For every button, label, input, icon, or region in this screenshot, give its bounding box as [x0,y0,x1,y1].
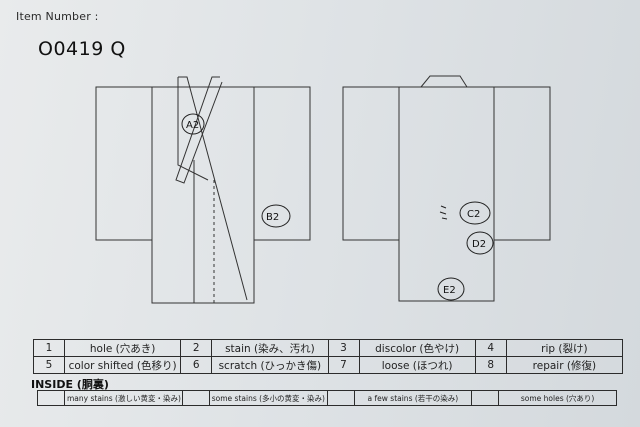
inside-option: a few stains (若干の染み) [353,390,473,406]
legend-num: 2 [180,339,213,357]
item-code: O0419 Q [38,38,126,60]
legend-label: rip (裂け) [505,339,624,357]
mark-circle-e [437,277,465,301]
back-body [398,86,495,302]
mark-b2: B2 [266,212,279,223]
legend-row: 5 color shifted (色移り) 6 scratch (ひっかき傷) … [33,356,624,374]
legend-num: 8 [474,356,507,374]
inside-section-title: INSIDE (胴裏) [31,378,109,391]
mark-circle-d [466,231,494,255]
mark-c2: C2 [467,209,480,220]
front-collar-right [175,76,223,184]
legend-label: loose (ほつれ) [358,356,476,374]
mark-a2: A2 [186,120,199,131]
legend-num: 3 [327,339,360,357]
front-mark-group: A2 B2 [181,113,291,228]
inside-option: many stains (激しい黄変・染み) [64,390,183,406]
inside-option: some stains (多小の黄変・染み) [208,390,328,406]
inside-checkbox[interactable] [37,390,65,406]
item-number-label: Item Number : [16,10,99,23]
mark-d2: D2 [472,239,486,250]
mark-e2: E2 [443,285,456,296]
back-right-sleeve [493,86,551,241]
legend-num: 7 [327,356,360,374]
legend-row: 1 hole (穴あき) 2 stain (染み、汚れ) 3 discolor … [33,339,624,357]
mark-circle-b [261,204,291,228]
inside-option: some holes (穴あり) [498,390,617,406]
inside-row: many stains (激しい黄変・染み) some stains (多小の黄… [37,390,617,406]
front-left-sleeve [95,86,153,241]
legend-label: discolor (色やけ) [358,339,476,357]
back-left-sleeve [342,86,400,241]
legend-num: 1 [33,339,65,357]
back-collar [420,75,468,88]
legend-label: hole (穴あき) [63,339,182,357]
inside-checkbox[interactable] [471,390,500,406]
mark-circle-c [459,201,491,225]
legend-num: 6 [180,356,213,374]
inside-condition-table: many stains (激しい黄変・染み) some stains (多小の黄… [37,390,617,406]
back-mark-group: C2 D2 E2 [437,201,494,301]
legend-num: 5 [33,356,65,374]
defect-legend-table: 1 hole (穴あき) 2 stain (染み、汚れ) 3 discolor … [33,339,624,374]
legend-label: repair (修復) [505,356,624,374]
inside-checkbox[interactable] [326,390,355,406]
legend-label: scratch (ひっかき傷) [211,356,329,374]
mark-circle-a [181,113,205,135]
front-collar-edge [177,77,209,181]
kimono-front-outline [95,76,311,304]
legend-num: 4 [474,339,507,357]
front-body [151,86,255,304]
mark-scribble [439,205,448,220]
front-collar-left [178,76,248,301]
legend-label: color shifted (色移り) [63,356,182,374]
legend-label: stain (染み、汚れ) [211,339,329,357]
inside-checkbox[interactable] [181,390,210,406]
kimono-back-outline [342,75,551,302]
